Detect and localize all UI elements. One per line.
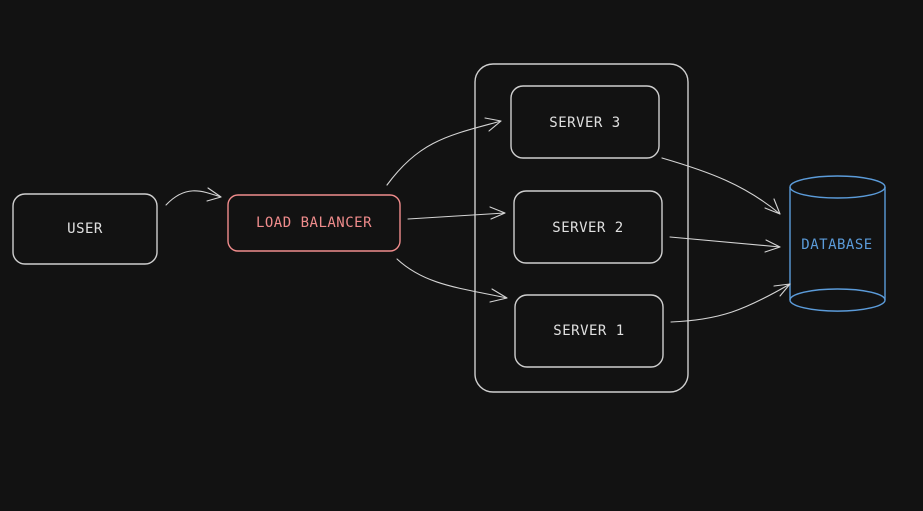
database-label: DATABASE [801,237,872,253]
database-cylinder-body [789,187,886,312]
load-balancer-node[interactable]: LOAD BALANCER [227,194,401,252]
arrow-load-balancer-to-server-3 [386,117,502,186]
arrow-server-3-to-database [661,157,781,215]
database-cylinder-top [789,175,886,199]
server-2-node[interactable]: SERVER 2 [513,190,663,264]
load-balancer-box [227,194,401,252]
database-node[interactable]: DATABASE [789,175,886,312]
load-balancer-label: LOAD BALANCER [256,215,372,231]
arrow-server-2-to-database [669,236,781,253]
database-cylinder-bottom-rim [789,288,886,301]
server-3-label: SERVER 3 [549,115,620,131]
user-node[interactable]: USER [12,193,158,265]
server-2-box [513,190,663,264]
arrow-load-balancer-to-server-1 [396,258,508,303]
arrow-server-1-to-database [670,283,791,323]
arrow-load-balancer-to-server-2 [407,206,506,220]
server-1-label: SERVER 1 [553,323,624,339]
server-2-label: SERVER 2 [552,220,623,236]
server-3-node[interactable]: SERVER 3 [510,85,660,159]
server-3-box [510,85,660,159]
server-group-container[interactable] [474,63,689,393]
user-label: USER [67,221,103,237]
server-1-node[interactable]: SERVER 1 [514,294,664,368]
server-1-box [514,294,664,368]
user-box [12,193,158,265]
arrow-user-to-load-balancer [165,187,222,206]
